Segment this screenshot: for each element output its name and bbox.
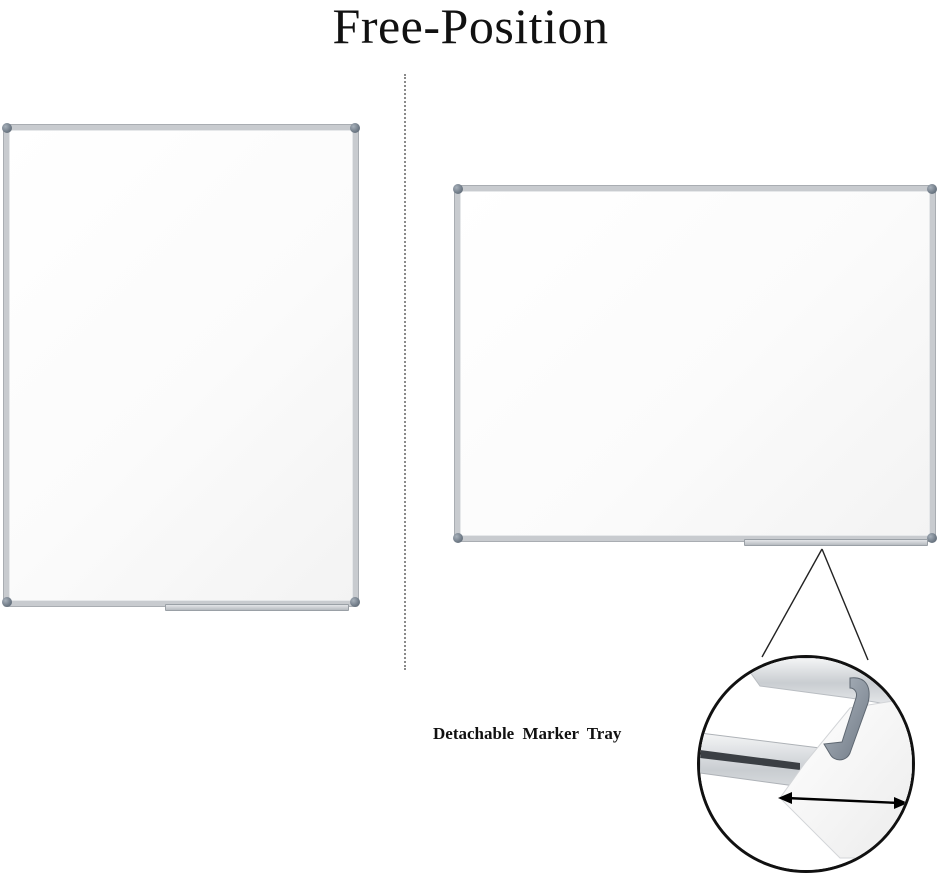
corner-cap-icon (453, 184, 463, 194)
tray-detail-illustration (700, 658, 912, 870)
corner-cap-icon (927, 533, 937, 543)
marker-tray (744, 539, 928, 546)
corner-cap-icon (2, 123, 12, 133)
dotted-divider (404, 74, 406, 670)
whiteboard-portrait (4, 125, 358, 606)
whiteboard-landscape (455, 186, 935, 541)
marker-tray (165, 604, 349, 611)
tray-detail-zoom (697, 655, 915, 873)
corner-cap-icon (927, 184, 937, 194)
double-arrow-icon (778, 792, 908, 809)
page-title: Free-Position (332, 0, 609, 54)
corner-cap-icon (350, 123, 360, 133)
corner-cap-icon (350, 597, 360, 607)
corner-cap-icon (2, 597, 12, 607)
corner-cap-icon (453, 533, 463, 543)
tray-label: Detachable Marker Tray (433, 724, 622, 743)
